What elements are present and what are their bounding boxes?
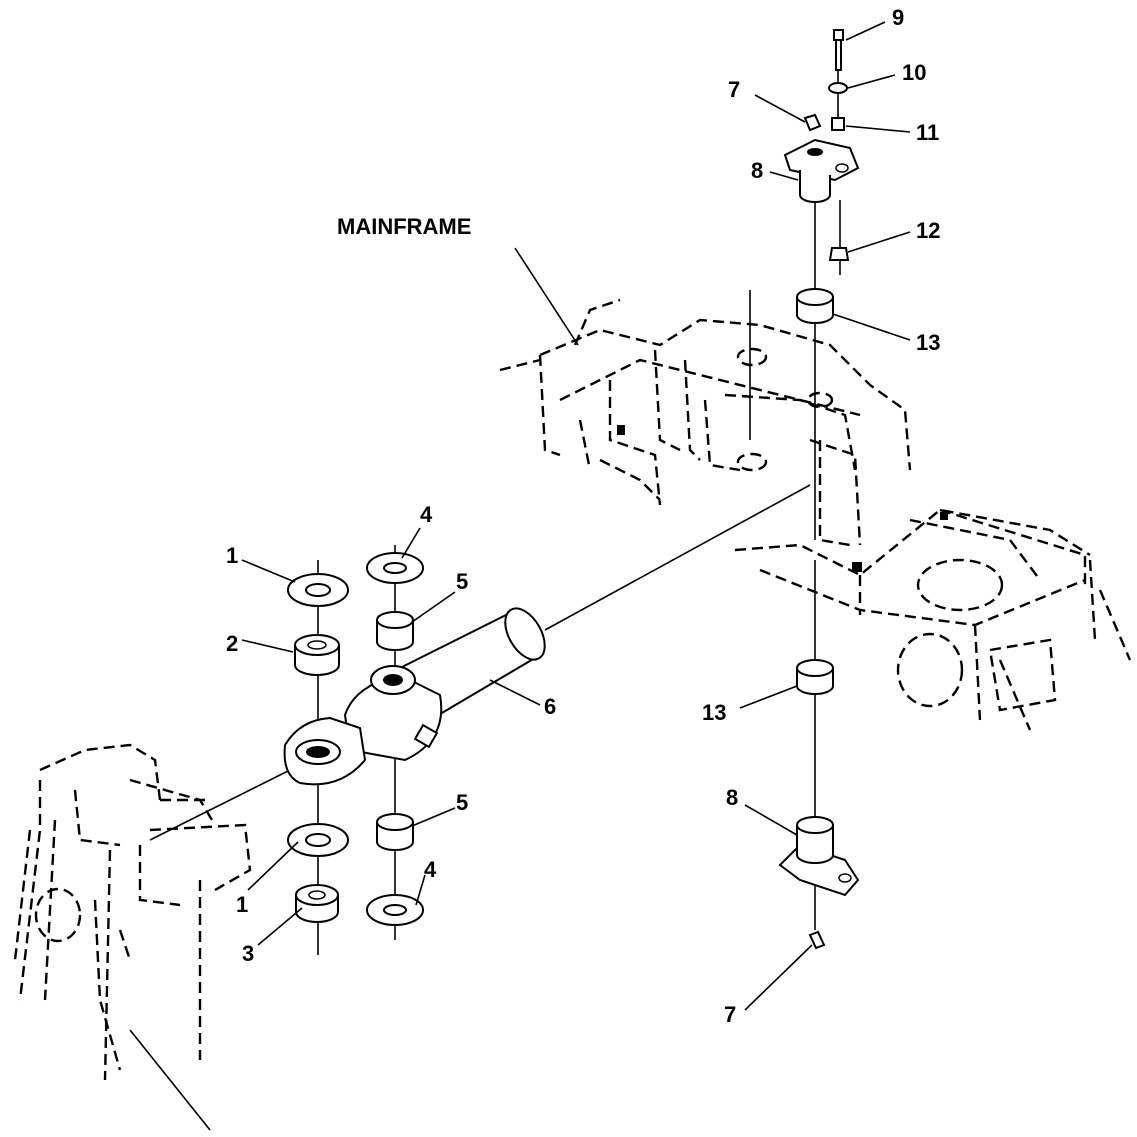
pivot-bracket-lower <box>778 816 860 897</box>
callout-6: 6 <box>544 694 556 719</box>
washer-4-upper <box>366 552 424 584</box>
pivot-bracket-upper <box>783 138 860 203</box>
spacer-11 <box>831 117 845 131</box>
bushing-13-upper <box>796 288 834 324</box>
grease-fitting-7-upper <box>803 113 822 132</box>
assembly-axes <box>149 30 841 955</box>
washer-1-lower <box>287 823 349 857</box>
mainframe-outline <box>499 298 912 547</box>
callout-5-upper: 5 <box>456 569 468 594</box>
right-frame-outline <box>734 508 1132 731</box>
bushing-2 <box>294 634 340 676</box>
callout-4-lower: 4 <box>424 857 437 882</box>
callout-10: 10 <box>902 60 926 85</box>
washer-10 <box>828 82 848 94</box>
callout-4-upper: 4 <box>420 502 433 527</box>
bushing-5-upper <box>376 611 414 651</box>
callout-7-upper: 7 <box>728 77 740 102</box>
callout-8-lower: 8 <box>726 785 738 810</box>
left-frame-outline <box>13 743 252 1081</box>
callout-1-upper: 1 <box>226 543 238 568</box>
callout-11: 11 <box>916 120 939 145</box>
washer-4-lower <box>366 894 424 926</box>
callout-8-upper: 8 <box>751 158 763 183</box>
callout-2: 2 <box>226 631 238 656</box>
washer-1-upper <box>287 573 349 607</box>
bushing-3 <box>295 884 339 923</box>
callout-3: 3 <box>242 941 254 966</box>
leader-lines <box>129 21 911 1131</box>
bushing-13-lower <box>796 659 834 695</box>
callout-9: 9 <box>892 5 904 30</box>
callout-12: 12 <box>916 218 940 243</box>
hydraulic-cylinder <box>283 607 546 786</box>
mainframe-label: MAINFRAME <box>337 214 471 239</box>
callout-labels: MAINFRAME 1 1 2 3 4 4 5 5 6 7 7 8 8 9 10… <box>226 5 940 1027</box>
callout-1-lower: 1 <box>236 892 248 917</box>
callout-5-lower: 5 <box>456 790 468 815</box>
grease-fitting-7-lower <box>808 930 826 950</box>
callout-13-upper: 13 <box>916 330 940 355</box>
callout-7-lower: 7 <box>724 1002 736 1027</box>
bolt-9 <box>833 29 844 71</box>
callout-13-lower: 13 <box>702 700 726 725</box>
bushing-5-lower <box>376 813 414 851</box>
nut-12 <box>828 247 850 261</box>
